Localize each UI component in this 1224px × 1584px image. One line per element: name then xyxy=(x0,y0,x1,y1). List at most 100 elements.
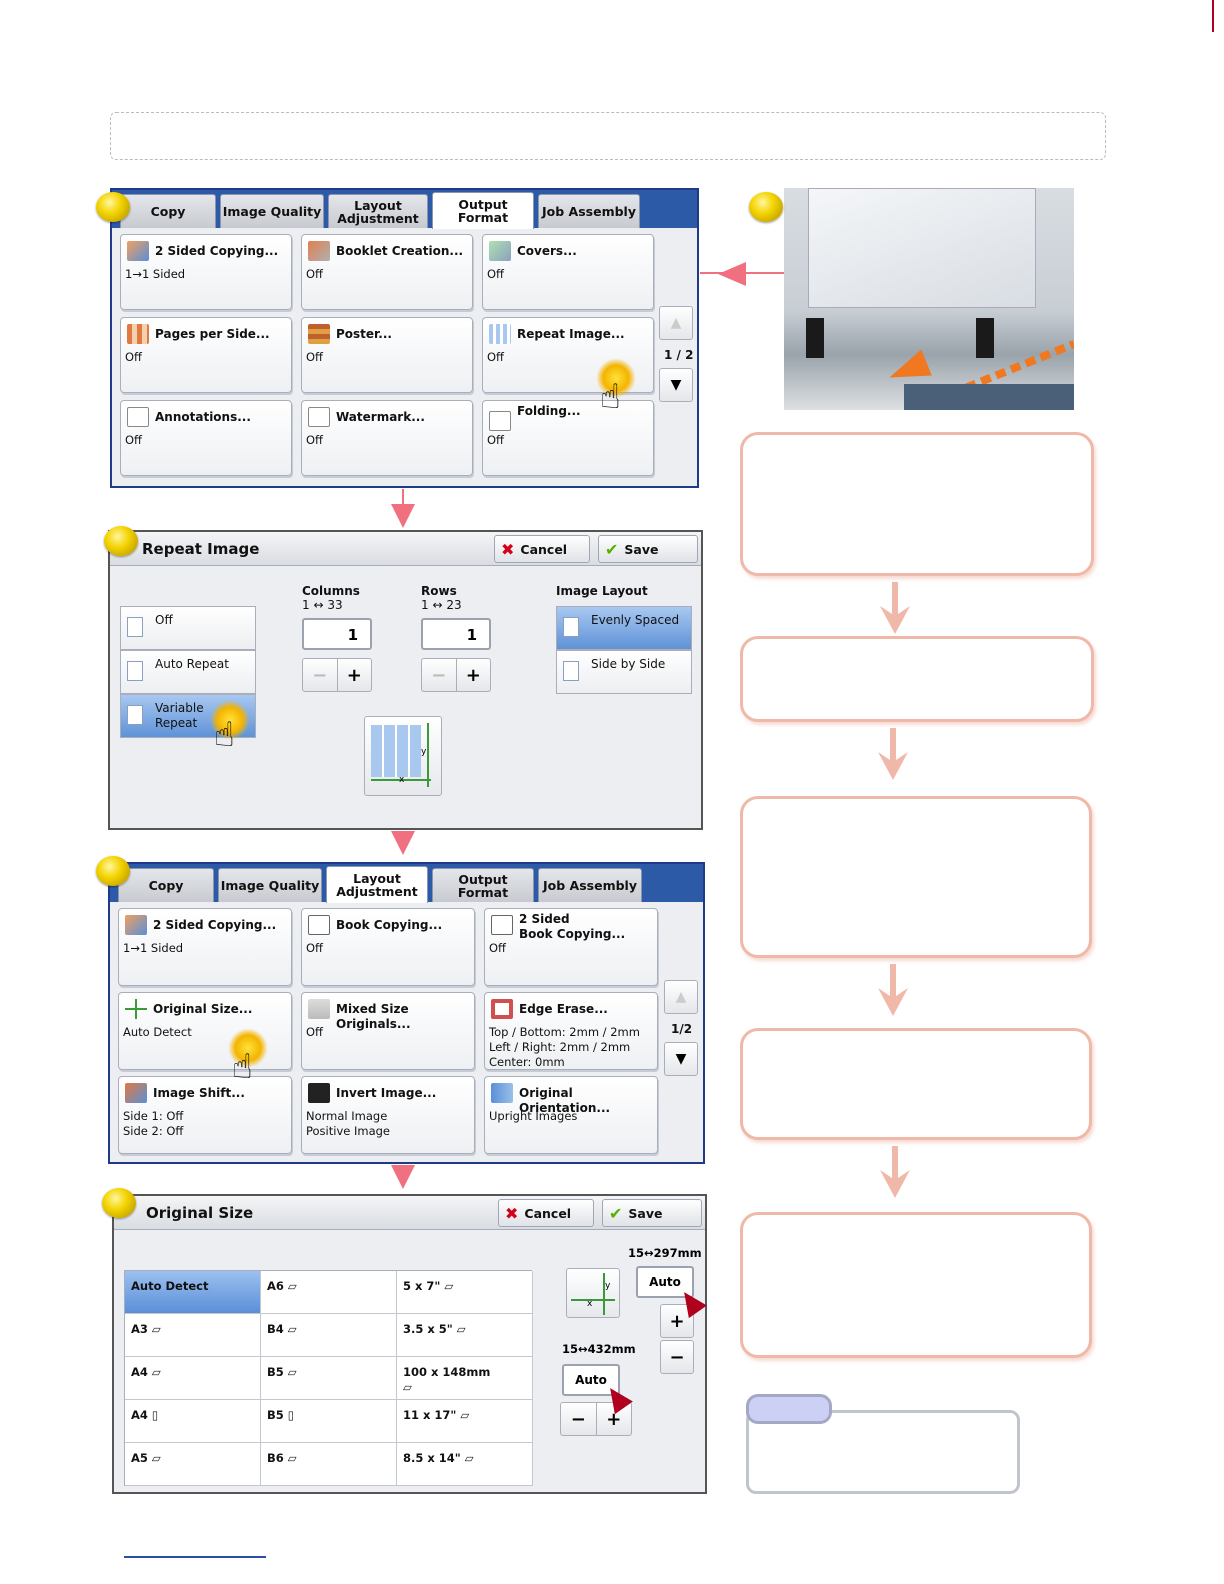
two-sided-book-copying-button[interactable]: 2 Sided Book Copying... Off xyxy=(484,908,658,986)
size-cell[interactable]: 100 x 148mm ▱ xyxy=(397,1357,533,1400)
size-cell[interactable]: B6 ▱ xyxy=(261,1443,397,1486)
repeat-image-screen: Repeat Image ✖Cancel ✔Save Off Auto Repe… xyxy=(108,530,703,830)
edge-erase-button[interactable]: Edge Erase... Top / Bottom: 2mm / 2mm Le… xyxy=(484,992,658,1070)
close-icon: ✖ xyxy=(505,1203,519,1223)
feature-value: Upright Images xyxy=(489,1109,578,1123)
feature-value: Off xyxy=(125,433,142,447)
x-arrow-icon xyxy=(571,1299,615,1301)
size-cell[interactable]: A3 ▱ xyxy=(125,1314,261,1357)
size-cell[interactable]: 3.5 x 5" ▱ xyxy=(397,1314,533,1357)
image-shift-button[interactable]: Image Shift... Side 1: Off Side 2: Off xyxy=(118,1076,292,1154)
feature-value: Auto Detect xyxy=(123,1025,192,1039)
original-orientation-button[interactable]: Original Orientation... Upright Images xyxy=(484,1076,658,1154)
mixed-size-originals-button[interactable]: Mixed Size Originals... Off xyxy=(301,992,475,1070)
x-label: x xyxy=(587,1299,593,1309)
size-cell[interactable]: B5 ▯ xyxy=(261,1400,397,1443)
option-off[interactable]: Off xyxy=(120,606,256,650)
tab-image-quality[interactable]: Image Quality xyxy=(218,868,322,902)
watermark-button[interactable]: Watermark... Off xyxy=(301,400,473,476)
hinge-left xyxy=(806,318,824,358)
size-cell[interactable]: A5 ▱ xyxy=(125,1443,261,1486)
columns-minus-button[interactable]: − xyxy=(312,664,328,686)
two-sided-copying-button[interactable]: 2 Sided Copying... 1→1 Sided xyxy=(120,234,292,310)
option-label: Off xyxy=(155,613,173,627)
size-cell[interactable]: 8.5 x 14" ▱ xyxy=(397,1443,533,1486)
x-minus-button[interactable]: − xyxy=(570,1408,586,1430)
hinge-right xyxy=(976,318,994,358)
size-cell[interactable]: B5 ▱ xyxy=(261,1357,397,1400)
tab-copy[interactable]: Copy xyxy=(120,194,216,228)
tap-burst-icon xyxy=(228,1028,268,1068)
feature-value: Off xyxy=(306,941,323,955)
option-auto-repeat[interactable]: Auto Repeat xyxy=(120,650,256,694)
size-cell[interactable]: A4 ▱ xyxy=(125,1357,261,1400)
tab-layout-adjustment[interactable]: Layout Adjustment xyxy=(326,866,428,903)
feature-label: Mixed Size Originals... xyxy=(336,1002,411,1031)
step-description-box-1 xyxy=(740,432,1094,576)
size-cell[interactable]: Auto Detect xyxy=(125,1271,261,1314)
tab-copy[interactable]: Copy xyxy=(118,868,214,902)
x-stepper: −+ xyxy=(560,1402,632,1436)
save-button[interactable]: ✔Save xyxy=(602,1199,702,1227)
orientation-icon xyxy=(491,1083,513,1103)
rows-minus-button[interactable]: − xyxy=(431,664,447,686)
x-plus-button[interactable]: + xyxy=(595,1403,632,1435)
columns-stepper: −+ xyxy=(302,658,372,692)
feature-value: 1→1 Sided xyxy=(123,941,184,955)
book-copying-button[interactable]: Book Copying... Off xyxy=(301,908,475,986)
page-edge-mark xyxy=(1212,0,1214,32)
y-plus-button[interactable]: + xyxy=(660,1304,694,1338)
booklet-creation-button[interactable]: Booklet Creation... Off xyxy=(301,234,473,310)
pointing-hand-icon: ☝ xyxy=(232,1047,253,1087)
columns-input[interactable]: 1 xyxy=(302,618,372,650)
down-arrow-icon xyxy=(391,831,415,855)
feature-value: Off xyxy=(487,267,504,281)
scroll-up-button[interactable]: ▲ xyxy=(659,306,693,340)
size-cell[interactable]: A6 ▱ xyxy=(261,1271,397,1314)
x-size-input[interactable]: Auto xyxy=(562,1364,620,1396)
cancel-button[interactable]: ✖Cancel xyxy=(494,535,590,563)
rows-input[interactable]: 1 xyxy=(421,618,491,650)
tab-label: Layout Adjustment xyxy=(336,871,418,899)
tab-layout-adjustment[interactable]: Layout Adjustment xyxy=(328,194,428,228)
image-layout-label: Image Layout xyxy=(556,584,648,598)
option-label: Auto Repeat xyxy=(155,657,229,671)
folding-button[interactable]: Folding... Off xyxy=(482,400,654,476)
size-cell[interactable]: B4 ▱ xyxy=(261,1314,397,1357)
y-size-input[interactable]: Auto xyxy=(636,1266,694,1298)
size-cell[interactable]: A4 ▯ xyxy=(125,1400,261,1443)
layout-side-by-side[interactable]: Side by Side xyxy=(556,650,692,694)
dialog-title: Original Size xyxy=(146,1204,254,1222)
tab-image-quality[interactable]: Image Quality xyxy=(220,194,324,228)
annotations-button[interactable]: Annotations... Off xyxy=(120,400,292,476)
feature-label: 2 Sided Copying... xyxy=(153,918,277,932)
y-minus-button[interactable]: − xyxy=(660,1340,694,1374)
size-grid: Auto Detect A6 ▱ 5 x 7" ▱ A3 ▱ B4 ▱ 3.5 … xyxy=(124,1270,533,1486)
pages-per-side-button[interactable]: Pages per Side... Off xyxy=(120,317,292,393)
tab-output-format[interactable]: Output Format xyxy=(432,868,534,902)
tab-job-assembly[interactable]: Job Assembly xyxy=(538,868,642,902)
covers-button[interactable]: Covers... Off xyxy=(482,234,654,310)
tap-burst-icon xyxy=(210,700,250,740)
rows-plus-button[interactable]: + xyxy=(455,659,491,691)
tab-output-format[interactable]: Output Format xyxy=(432,192,534,229)
cancel-button[interactable]: ✖ Cancel xyxy=(498,1199,594,1227)
two-sided-copying-button[interactable]: 2 Sided Copying... 1→1 Sided xyxy=(118,908,292,986)
tab-job-assembly[interactable]: Job Assembly xyxy=(538,194,640,228)
page-indicator: 1/2 xyxy=(671,1022,693,1036)
save-label: Save xyxy=(628,1205,663,1221)
cancel-label: Cancel xyxy=(524,1205,572,1221)
y-range-label: 15↔297mm xyxy=(628,1246,702,1260)
save-button[interactable]: ✔Save xyxy=(598,535,698,563)
size-cell[interactable]: 11 x 17" ▱ xyxy=(397,1400,533,1443)
invert-image-button[interactable]: Invert Image... Normal Image Positive Im… xyxy=(301,1076,475,1154)
columns-plus-button[interactable]: + xyxy=(336,659,372,691)
poster-button[interactable]: Poster... Off xyxy=(301,317,473,393)
layout-evenly-spaced[interactable]: Evenly Spaced xyxy=(556,606,692,650)
down-arrow-icon xyxy=(391,1165,415,1189)
scroll-up-button[interactable]: ▲ xyxy=(664,980,698,1014)
size-cell[interactable]: 5 x 7" ▱ xyxy=(397,1271,533,1314)
scroll-down-button[interactable]: ▼ xyxy=(664,1042,698,1076)
dialog-title: Repeat Image xyxy=(142,540,260,558)
scroll-down-button[interactable]: ▼ xyxy=(659,368,693,402)
